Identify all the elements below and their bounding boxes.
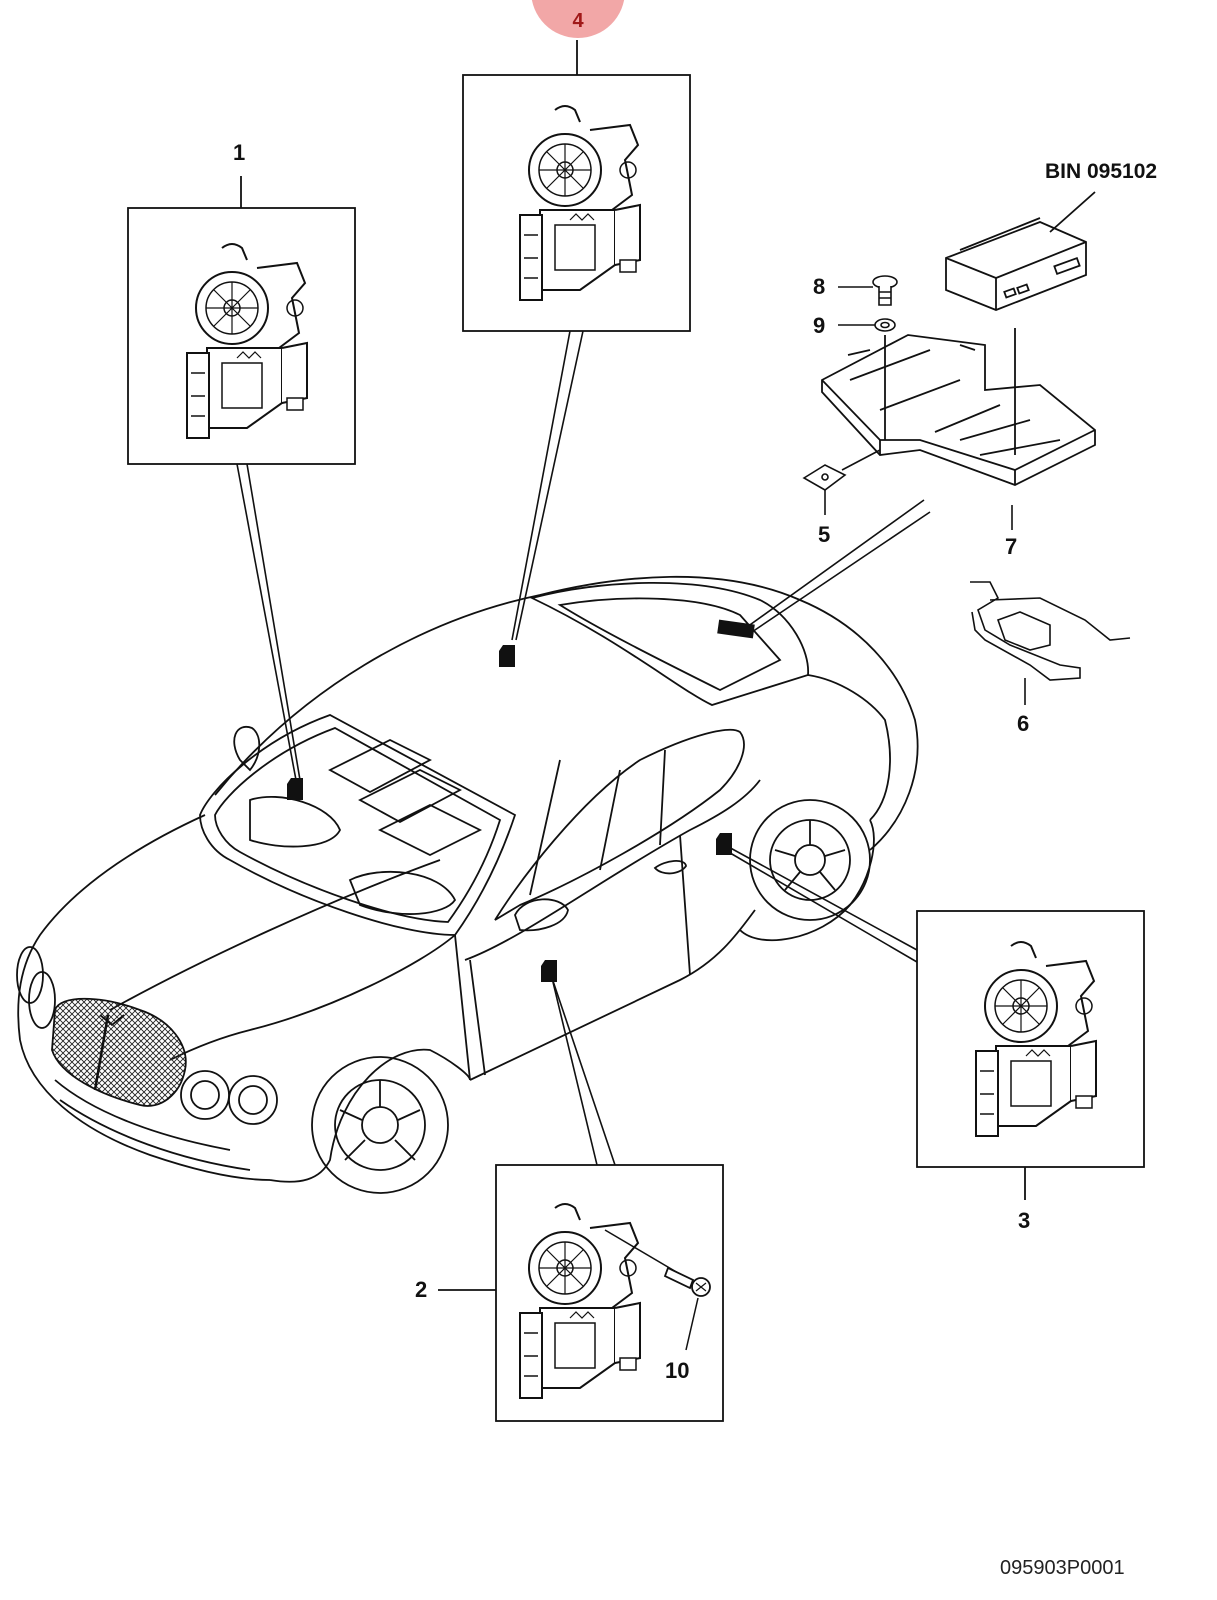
screw-icon: [604, 1229, 711, 1351]
callout-8: 8: [813, 274, 826, 299]
callout-5: 5: [818, 522, 831, 547]
car-outline-icon: [16, 575, 919, 1194]
callout-2: 2: [415, 1277, 428, 1302]
callout-3: 3: [1018, 1208, 1031, 1233]
bin-reference: BIN 095102: [1045, 160, 1158, 183]
washer-icon: [838, 318, 896, 332]
control-module-icon: [945, 191, 1096, 311]
callout-10: 10: [665, 1358, 690, 1383]
drawing-number: 095903P0001: [1000, 1557, 1125, 1579]
bracket-icon: [970, 581, 1131, 705]
callout-1: 1: [233, 140, 246, 165]
clip-icon: [802, 449, 881, 515]
callout-6: 6: [1017, 711, 1030, 736]
callout-7: 7: [1005, 534, 1018, 559]
screw-icon: [838, 275, 898, 306]
callout-9: 9: [813, 313, 826, 338]
tray-icon: [821, 328, 1096, 486]
